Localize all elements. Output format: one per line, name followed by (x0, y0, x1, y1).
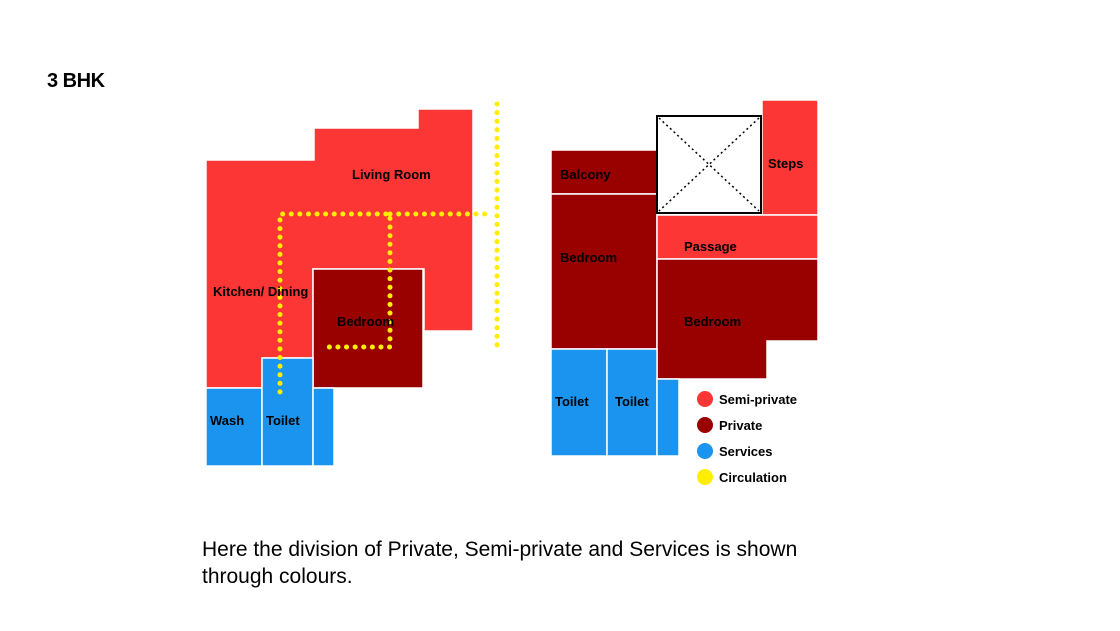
toilet-right-2-zone (606, 348, 658, 457)
label-steps: Steps (768, 156, 803, 171)
page-title: 3 BHK (47, 70, 105, 92)
label-bedroom-left: Bedroom (337, 314, 394, 329)
caption-text: Here the division of Private, Semi-priva… (202, 538, 798, 588)
legend: Semi-private Private Services Circulatio… (697, 391, 797, 485)
void-box (656, 115, 762, 214)
toilet-left-zone (261, 357, 314, 467)
label-toilet-right-1: Toilet (555, 394, 589, 409)
bedroom-left-zone (312, 268, 424, 389)
legend-swatch-circulation (697, 469, 713, 485)
right-plan: Balcony Steps Bedroom Passage Bedroom To… (550, 99, 819, 457)
bedroom-right-1-zone (550, 193, 658, 350)
label-kitchen-dining: Kitchen/ Dining (213, 284, 308, 299)
label-living-room: Living Room (352, 167, 431, 182)
label-bedroom-right-1: Bedroom (560, 250, 617, 265)
label-toilet-left: Toilet (266, 413, 300, 428)
label-wash: Wash (210, 413, 244, 428)
circulation-path-left (277, 211, 393, 395)
legend-label-private: Private (719, 418, 762, 433)
label-passage: Passage (684, 239, 737, 254)
legend-label-services: Services (719, 444, 773, 459)
legend-label-circulation: Circulation (719, 470, 787, 485)
steps-zone (761, 99, 819, 216)
label-balcony: Balcony (560, 167, 611, 182)
passage-zone (656, 214, 819, 260)
service-shaft-right (656, 378, 680, 457)
toilet-right-1-zone (550, 348, 608, 457)
legend-swatch-semi-private (697, 391, 713, 407)
wash-zone (205, 387, 263, 467)
label-bedroom-right-2: Bedroom (684, 314, 741, 329)
service-shaft-left (312, 387, 335, 467)
label-toilet-right-2: Toilet (615, 394, 649, 409)
balcony-zone (550, 149, 658, 195)
legend-label-semi-private: Semi-private (719, 392, 797, 407)
left-plan: Living Room Kitchen/ Dining Bedroom Wash… (205, 101, 500, 467)
legend-swatch-services (697, 443, 713, 459)
legend-swatch-private (697, 417, 713, 433)
